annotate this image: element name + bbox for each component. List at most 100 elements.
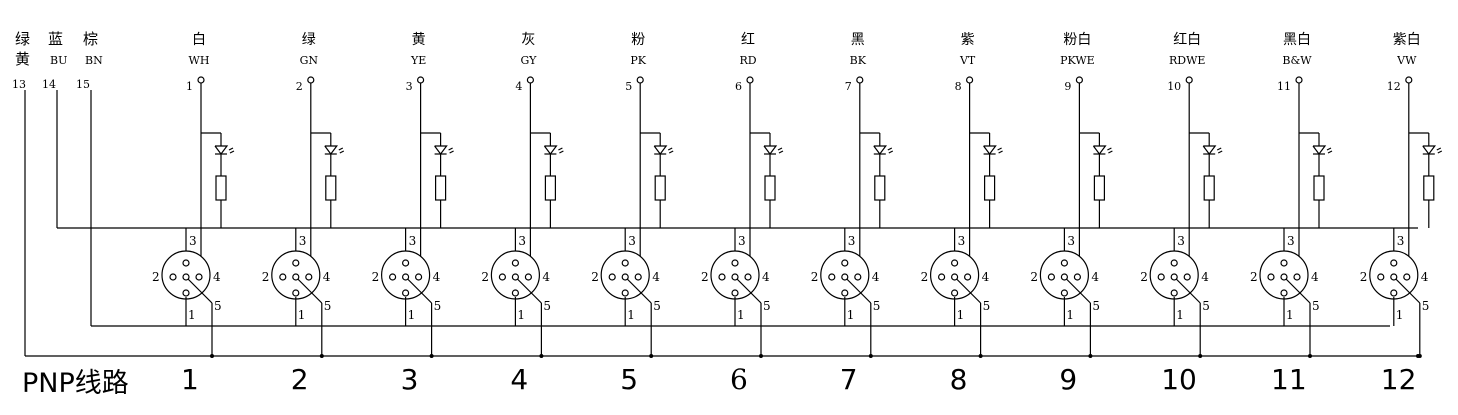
- channel-wire-number: 1: [186, 80, 193, 93]
- common-wire-gy: 绿 黄 13: [12, 30, 30, 91]
- pin-label-1: 1: [847, 308, 855, 322]
- pin5-lead: [1395, 278, 1421, 304]
- pin-2: [718, 273, 726, 281]
- channel-color-code: GY: [520, 54, 537, 67]
- pin-3: [1170, 259, 1178, 267]
- channel-color-code: PK: [630, 54, 646, 67]
- pin5-lead: [846, 278, 872, 304]
- pin5-lead: [297, 278, 323, 304]
- bottom-channel-label: 8: [950, 363, 968, 396]
- pin-label-2: 2: [372, 270, 380, 284]
- resistor: [544, 175, 557, 201]
- channel-wire-number: 6: [735, 80, 742, 93]
- pin-4: [963, 273, 972, 281]
- led-symbol: [1092, 145, 1107, 155]
- led-ray: [997, 147, 1002, 151]
- channel-color-code: GN: [300, 54, 319, 67]
- resistor: [1203, 175, 1215, 201]
- pin-label-2: 2: [481, 270, 489, 284]
- channel-color-label: 粉白: [1063, 32, 1091, 48]
- channel-color-code: WH: [189, 54, 210, 67]
- pin-5: [1170, 273, 1178, 281]
- resistor: [435, 175, 447, 201]
- pin-label-5: 5: [873, 299, 881, 313]
- channel-color-code: VW: [1396, 54, 1417, 67]
- led-symbol: [434, 145, 448, 155]
- pin-2: [1157, 273, 1165, 281]
- channel-color-label: 紫白: [1393, 32, 1421, 48]
- pin-2: [389, 273, 397, 281]
- pin-label-4: 4: [1091, 270, 1099, 284]
- pin-label-3: 3: [958, 234, 966, 248]
- pin-1: [1390, 289, 1398, 297]
- pin-3: [402, 259, 410, 267]
- pin-2: [1377, 273, 1385, 281]
- common-wire-bu: 蓝 BU 14: [42, 30, 67, 91]
- pin-1: [950, 289, 959, 297]
- circuit-title: PNP线路: [22, 368, 129, 399]
- pin-label-3: 3: [1067, 234, 1075, 248]
- led-ray-2: [668, 150, 674, 154]
- pin-3: [621, 259, 629, 267]
- junction-end: [1416, 354, 1420, 358]
- led-ray: [338, 147, 344, 151]
- common-wire-label: 蓝: [48, 30, 63, 48]
- pin-5: [1280, 273, 1288, 281]
- wire-terminal: [1405, 76, 1413, 84]
- pin-label-1: 1: [737, 308, 745, 322]
- channel-wire-number: 2: [296, 80, 303, 93]
- wire-terminal: [965, 76, 974, 84]
- pin-label-2: 2: [811, 270, 819, 284]
- pin-label-1: 1: [1286, 308, 1294, 322]
- led-symbol: [543, 145, 558, 155]
- pin-5: [1060, 273, 1069, 281]
- pin-label-3: 3: [1177, 234, 1185, 248]
- bottom-channel-label: 5: [620, 363, 638, 396]
- pin-label-1: 1: [627, 308, 635, 322]
- pin-1: [1060, 289, 1069, 297]
- pin-label-3: 3: [848, 234, 856, 248]
- pin-label-2: 2: [152, 270, 160, 284]
- pin5-lead: [1175, 278, 1201, 304]
- pin-5: [621, 273, 629, 281]
- pin-label-5: 5: [1312, 299, 1320, 313]
- pin-label-2: 2: [1250, 270, 1258, 284]
- pin-5: [511, 273, 520, 281]
- wire-terminal: [1185, 76, 1193, 84]
- pin-label-4: 4: [1311, 270, 1319, 284]
- led-symbol: [653, 145, 668, 155]
- pin-5: [1390, 273, 1398, 281]
- pin-label-5: 5: [1202, 299, 1210, 313]
- pin-2: [828, 273, 836, 281]
- pin-label-5: 5: [653, 299, 661, 313]
- common-wire-number: 14: [42, 78, 56, 91]
- channel-color-label: 绿: [302, 32, 316, 48]
- pin-1: [511, 289, 520, 297]
- bottom-channel-label: 3: [401, 363, 419, 396]
- pin-1: [621, 289, 629, 297]
- led-ray-2: [449, 150, 454, 154]
- pin-label-4: 4: [433, 270, 441, 284]
- pin-2: [937, 273, 946, 281]
- channel-color-code: RDWE: [1169, 54, 1205, 67]
- pin-label-1: 1: [1396, 308, 1404, 322]
- channel-color-code: BK: [850, 54, 867, 67]
- led-ray: [1216, 147, 1222, 151]
- channel-color-label: 紫: [961, 32, 975, 48]
- pin-label-3: 3: [1287, 234, 1295, 248]
- pin-1: [402, 289, 410, 297]
- junction-bus-gy: [539, 354, 544, 358]
- led-symbol: [1202, 145, 1217, 155]
- led-symbol: [324, 145, 338, 155]
- common-wire-label: 绿: [15, 30, 30, 48]
- channel-wire-number: 3: [406, 80, 413, 93]
- channel-wire-number: 9: [1064, 80, 1071, 93]
- pin-2: [279, 273, 287, 281]
- pin-4: [1073, 273, 1082, 281]
- led-symbol: [873, 145, 887, 155]
- pin-5: [731, 273, 739, 281]
